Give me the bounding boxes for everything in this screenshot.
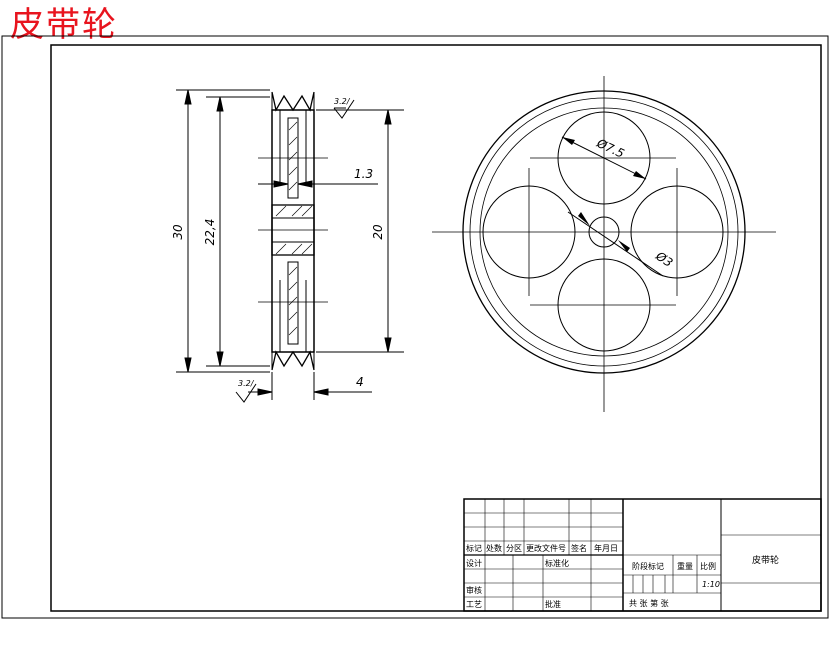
tb-pizhun: 批准 (545, 599, 561, 609)
dim-hub-dia: Ø3 (652, 248, 675, 270)
dim-outer-dia: 30 (171, 224, 185, 240)
tb-gongyi: 工艺 (466, 600, 482, 609)
tb-qianming: 签名 (571, 543, 587, 553)
tb-genggai: 更改文件号 (526, 543, 566, 553)
dim-pitch-dia: 22,4 (203, 219, 217, 246)
section-view (258, 91, 328, 371)
tb-part-name: 皮带轮 (752, 554, 779, 566)
web-lower (287, 261, 299, 345)
groove-bottom (271, 350, 315, 371)
roughness-bottom: 3.2/ (238, 379, 255, 388)
tb-chushu: 处数 (486, 543, 502, 553)
dim-hole-dia: Ø7.5 (594, 136, 627, 161)
roughness-top: 3.2/ (334, 97, 351, 106)
dim-bore-dia: 20 (371, 224, 385, 240)
tb-jieduan: 阶段标记 (632, 561, 664, 571)
front-view-arrows (562, 137, 646, 252)
tb-bili: 比例 (700, 561, 716, 571)
tb-fenqu: 分区 (506, 544, 522, 553)
tb-biaozhunhua: 标准化 (545, 558, 569, 568)
dim-web-thickness: 1.3 (354, 167, 373, 181)
tb-zhongliang: 重量 (677, 561, 693, 571)
front-view (432, 76, 776, 412)
groove-top (271, 91, 315, 112)
dim-width: 4 (356, 375, 364, 389)
tb-sheets: 共 张 第 张 (629, 598, 669, 608)
title-block-text: 标记 处数 分区 更改文件号 签名 年月日 设计 标准化 审核 工艺 批准 阶段… (466, 543, 779, 609)
outer-frame (1, 35, 829, 619)
tb-scale: 1:10 (702, 580, 720, 589)
inner-frame (50, 44, 822, 612)
tb-riqi: 年月日 (594, 543, 618, 553)
section-hatching (275, 121, 313, 336)
title-block (463, 498, 822, 612)
tb-biaoji: 标记 (466, 543, 482, 553)
dimension-lines-left (176, 89, 404, 403)
tb-sheji: 设计 (466, 558, 482, 568)
tb-shenhe: 审核 (466, 585, 482, 595)
